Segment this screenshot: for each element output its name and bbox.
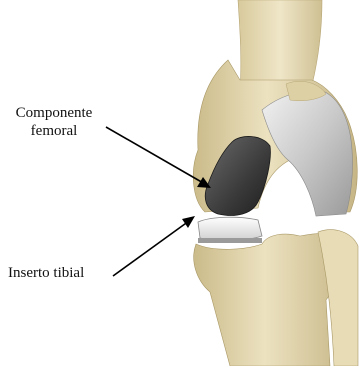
label-tibial-insert: Inserto tibial bbox=[8, 264, 84, 282]
label-femoral-line2: femoral bbox=[6, 122, 102, 140]
arrow-tibial bbox=[113, 216, 195, 276]
label-femoral-line1: Componente bbox=[6, 104, 102, 122]
tibial-insert bbox=[198, 217, 262, 241]
femur-shaft bbox=[238, 0, 322, 90]
label-femoral-component: Componente femoral bbox=[6, 104, 102, 140]
tibial-tray bbox=[198, 238, 262, 243]
